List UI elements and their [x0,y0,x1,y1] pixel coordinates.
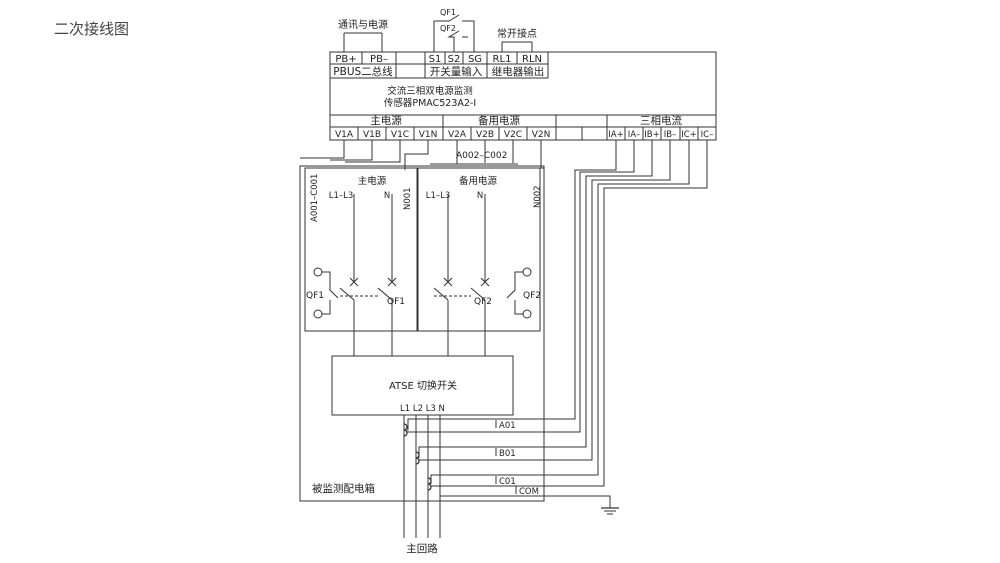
label-a001-c001: A001–C001 [310,174,320,222]
terminal-s1: S1 [429,54,442,65]
terminal-s2: S2 [448,54,461,65]
terminal-ib-minus: IB– [664,130,677,140]
terminal-v1c: V1C [391,130,409,140]
label-ct-a01: A01 [499,421,516,431]
backup-power-section: N002 备用电源 L1–L3 N QF2 QF2 [417,167,543,356]
ct-labels: A01 B01 C01 COM [495,420,539,497]
cabinet-label: 被监测配电箱 [312,482,375,495]
label-n-backup: N [477,191,483,201]
atse-switch: ATSE 切换开关 L1 L2 L3 N [331,355,514,416]
label-atse: ATSE 切换开关 [389,379,457,392]
label-qf2-right: QF2 [523,291,541,301]
caption-normally-open: 常开接点 [497,27,537,40]
terminal-v1b: V1B [363,130,381,140]
terminal-v2a: V2A [448,130,467,140]
label-main-circuit: 主回路 [406,542,438,555]
terminal-ia-plus: IA+ [608,130,623,140]
page-title: 二次接线图 [54,20,130,38]
terminal-ic-plus: IC+ [681,130,697,140]
terminal-pb-minus: PB– [370,54,388,65]
label-n002: N002 [533,185,543,208]
label-n001: N001 [403,187,413,210]
label-backup-power: 备用电源 [459,175,498,187]
label-pbus: PBUS二总线 [333,65,393,78]
caption-comm-power: 通讯与电源 [338,18,388,31]
device-name-line2: 传感器PMAC523A2-I [384,97,476,109]
device-name-line1: 交流三相双电源监测 [387,85,473,97]
terminal-sg: SG [468,54,482,65]
label-relay-output: 继电器输出 [492,65,545,78]
label-ct-c01: C01 [499,477,516,487]
label-qf1-right: QF1 [387,297,405,307]
label-l1l3-backup: L1–L3 [426,191,451,201]
label-a002-c002: A002–C002 [456,151,507,161]
cabinet-outline [299,165,545,502]
terminal-v2n: V2N [532,130,551,140]
terminal-rln: RLN [522,54,542,65]
terminal-rl1: RL1 [493,54,512,65]
terminal-ia-minus: IA– [628,130,641,140]
label-l1l3-main: L1–L3 [329,191,354,201]
current-wiring [407,140,708,515]
top-captions: 通讯与电源 QF1 QF2 常开接点 [338,8,537,52]
main-power-section: A001–C001 N001 主电源 L1–L3 N QF1 QF1 [304,167,418,356]
label-qf1-left: QF1 [306,291,324,301]
terminal-v1a: V1A [335,130,354,140]
terminal-ib-plus: IB+ [644,130,659,140]
caption-qf2: QF2 [440,24,456,33]
label-ct-b01: B01 [499,449,516,459]
monitor-device: PB+ PB– S1 S2 SG RL1 RLN PBUS二总线 开关量输入 继… [329,51,717,141]
terminal-pb-plus: PB+ [335,54,356,65]
terminal-ic-minus: IC– [701,130,714,140]
label-qf2-left: QF2 [474,297,492,307]
terminal-v2b: V2B [476,130,494,140]
group-main-power: 主电源 [370,114,402,127]
label-switch-input: 开关量输入 [430,65,483,78]
main-circuit: 主回路 [403,415,441,555]
terminal-v1n: V1N [419,130,438,140]
caption-qf1: QF1 [440,8,456,17]
group-three-phase-current: 三相电流 [640,114,682,127]
label-main-power: 主电源 [358,175,387,187]
label-n-main: N [384,191,390,201]
group-backup-power: 备用电源 [478,114,520,127]
label-atse-terminals: L1 L2 L3 N [400,404,445,414]
terminal-v2c: V2C [504,130,522,140]
voltage-wiring: A002–C002 [300,140,544,170]
label-ct-com: COM [519,487,539,497]
